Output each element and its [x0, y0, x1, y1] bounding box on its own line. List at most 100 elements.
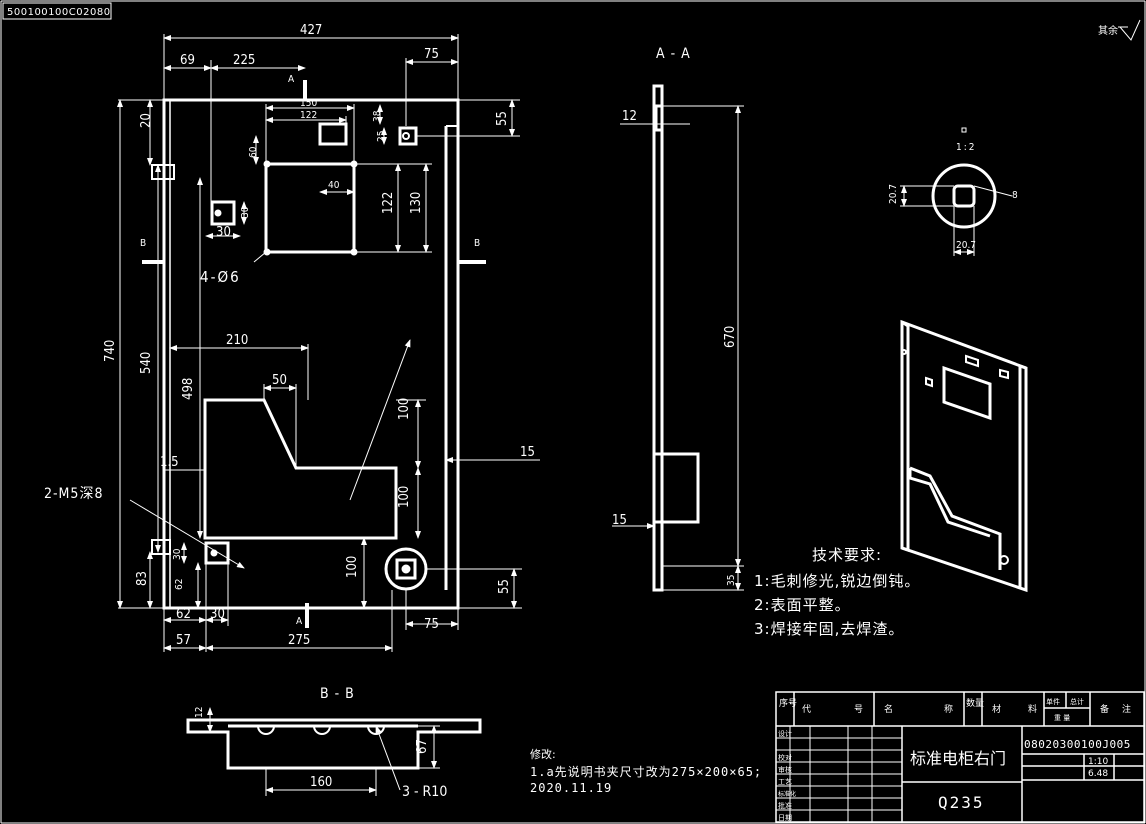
detail-scale-title: 1:2 [956, 142, 976, 153]
dim-30-square: 30 [240, 206, 251, 218]
title-block: 序号 代 号 名 称 数量 材 料 单件 总计 重 量 备 注 设计 校对 审核… [775, 691, 1145, 823]
tb-role-date: 日期 [778, 814, 792, 822]
roughness-symbol: 其余 [1098, 19, 1141, 41]
modification-note: 修改: 1.a先说明书夹尺寸改为275×200×65; 2020.11.19 [530, 747, 762, 795]
dim-75-bottom: 75 [424, 617, 439, 632]
aa-dim-12: 12 [622, 109, 637, 124]
dim-100-a: 100 [397, 398, 412, 420]
dim-122-top: 122 [300, 110, 317, 121]
tech-req-item-1: 1:毛刺修光,锐边倒钝。 [754, 572, 920, 590]
dim-30-c: 30 [172, 548, 183, 560]
aa-dim-670: 670 [723, 326, 738, 348]
dim-15: 15 [520, 445, 535, 460]
dim-740: 740 [103, 340, 118, 362]
section-bb-title: B - B [320, 686, 355, 702]
tb-header-name-1: 名 [884, 703, 893, 715]
dim-210: 210 [226, 333, 248, 348]
tb-role-approve: 批准 [778, 801, 792, 810]
tech-req-title: 技术要求: [812, 546, 882, 564]
aa-dim-35: 35 [726, 575, 737, 586]
section-mark-b-right: B [474, 238, 480, 249]
dim-275: 275 [288, 633, 310, 648]
dim-50: 50 [272, 373, 287, 388]
dim-55-bottom: 55 [497, 579, 512, 594]
roughness-note: 其余 [1098, 24, 1118, 37]
tb-part-name: 标准电柜右门 [910, 749, 1006, 768]
dim-83: 83 [135, 571, 150, 586]
dim-38: 38 [372, 110, 383, 122]
dim-40: 40 [328, 180, 340, 191]
tb-role-std: 标准化 [778, 790, 796, 798]
dim-20: 20 [139, 113, 154, 128]
thread-note: 2-M5深8 [44, 486, 103, 502]
dim-150: 150 [300, 98, 317, 109]
dim-498: 498 [181, 378, 196, 400]
dim-30-b: 30 [216, 225, 231, 240]
drawing-number-text: 500100100C02080 [7, 7, 111, 18]
tb-header-qty: 数量 [966, 697, 984, 709]
bb-radius-note: 3 - R10 [402, 784, 447, 800]
aa-dim-15: 15 [612, 513, 627, 528]
tb-role-review: 审核 [778, 765, 792, 774]
drawing-number-box: 500100100C02080 [2, 2, 112, 20]
dim-69: 69 [180, 53, 195, 68]
tb-header-mat-1: 材 [992, 703, 1001, 715]
detail-view: 1:2 20.7 20.7 8 [888, 127, 1018, 256]
dim-30-d: 30 [210, 607, 225, 622]
tb-header-unit: 单件 [1046, 697, 1060, 706]
tb-scale: 1:10 [1088, 757, 1108, 767]
dim-57: 57 [176, 633, 191, 648]
section-mark-b-left: B [140, 238, 146, 249]
dim-100-c: 100 [345, 556, 360, 578]
tech-req-item-3: 3:焊接牢固,去焊渣。 [754, 620, 904, 638]
tb-header-mat-2: 料 [1028, 703, 1037, 715]
hole-note: 4-Ø6 [200, 268, 241, 286]
dim-225: 225 [233, 53, 255, 68]
dim-130: 130 [409, 192, 424, 214]
dim-55-top: 55 [495, 111, 510, 126]
dim-62-a: 62 [174, 579, 185, 590]
modification-label: 修改: [530, 747, 556, 761]
tb-role-design: 设计 [778, 729, 792, 738]
tb-header-remark-1: 备 [1100, 703, 1109, 715]
front-view-dimension-text: 427 69 225 75 A 150 122 38 25 55 20 60 4… [44, 23, 535, 648]
section-mark-a-bottom: A [296, 616, 303, 627]
tb-role-process: 工艺 [778, 778, 792, 786]
dim-60: 60 [248, 146, 259, 158]
bb-dim-67: 67 [415, 739, 430, 754]
bb-dim-12: 12 [194, 707, 205, 718]
tb-header-name-2: 称 [944, 703, 953, 715]
tb-header-code-2: 号 [854, 704, 863, 715]
detail-dim-20-7-b: 20.7 [956, 240, 976, 251]
isometric-view [900, 319, 1028, 593]
section-mark-a-top: A [288, 74, 295, 85]
dim-427: 427 [300, 23, 322, 38]
tb-header-code-1: 代 [802, 704, 811, 715]
front-view-dimension-lines [117, 34, 540, 652]
dim-1-5: 1.5 [160, 455, 179, 470]
dim-540: 540 [139, 352, 154, 374]
modification-line-1: 1.a先说明书夹尺寸改为275×200×65; [530, 764, 762, 779]
tb-material: Q235 [938, 793, 985, 812]
tb-weight: 重 量 [1054, 714, 1070, 722]
section-aa-view: A - A 12 670 15 35 [612, 46, 744, 592]
detail-dim-20-7-a: 20.7 [888, 184, 899, 204]
dim-62-b: 62 [176, 607, 191, 622]
front-view-outline [142, 80, 486, 628]
dim-100-b: 100 [397, 486, 412, 508]
tb-header-remark-2: 注 [1122, 703, 1131, 715]
section-bb-view: B - B 12 67 160 3 - R10 [186, 686, 482, 800]
tb-sheet: 6.48 [1088, 769, 1108, 779]
modification-line-2: 2020.11.19 [530, 781, 612, 795]
tb-drawing-number: 08020300100J005 [1024, 738, 1131, 751]
dim-25: 25 [376, 131, 387, 142]
tb-header-total: 总计 [1070, 697, 1084, 706]
dim-122-right: 122 [381, 192, 396, 214]
tb-role-check: 校对 [778, 753, 792, 762]
section-aa-title: A - A [656, 46, 691, 62]
dim-75-top: 75 [424, 47, 439, 62]
tech-req-item-2: 2:表面平整。 [754, 596, 851, 614]
tb-header-seq: 序号 [779, 697, 797, 709]
